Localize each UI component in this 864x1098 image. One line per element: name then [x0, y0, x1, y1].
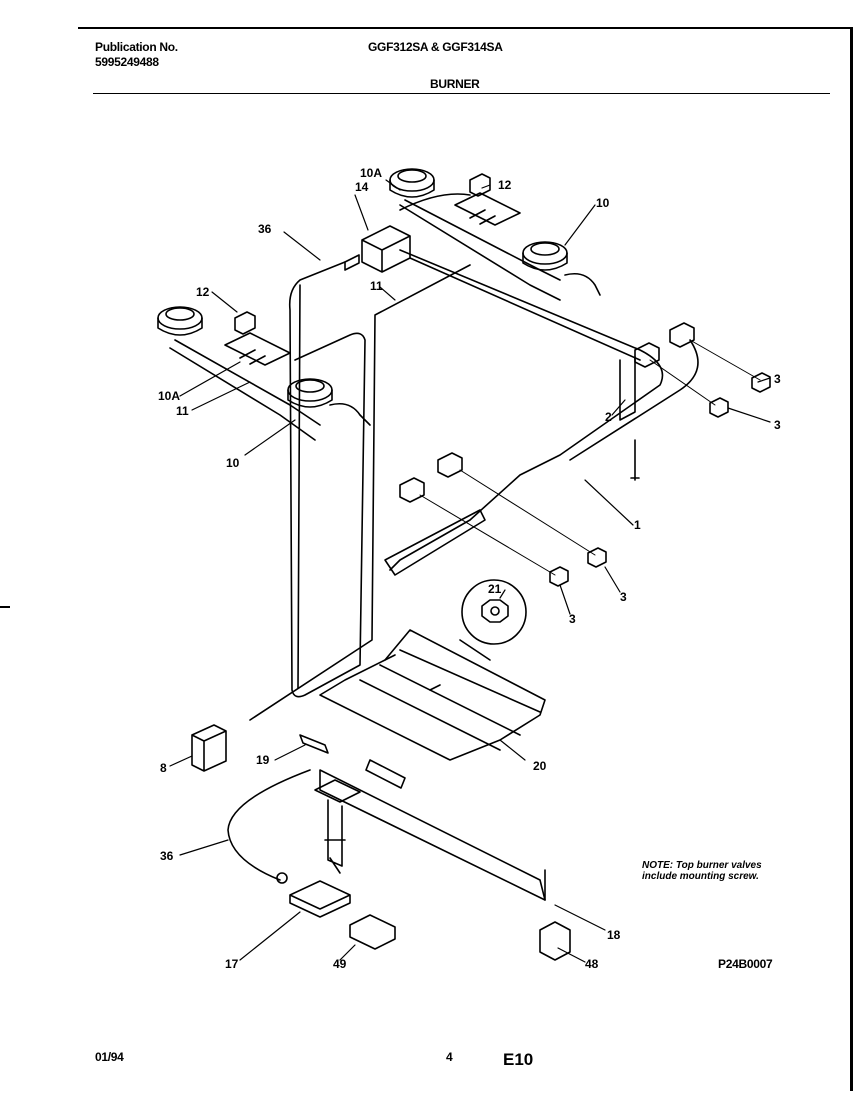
- section-title: BURNER: [430, 77, 480, 91]
- clip-12-left: [234, 311, 256, 335]
- callout-36-top: 36: [258, 222, 272, 236]
- bracket-17: [289, 880, 351, 918]
- footer-page-number: 4: [446, 1050, 453, 1064]
- orifice-3-c: [587, 547, 607, 568]
- callout-10A-top: 10A: [360, 166, 383, 180]
- note-text: NOTE: Top burner valves include mounting…: [642, 860, 762, 882]
- valve-left-1: [437, 452, 463, 478]
- callout-2: 2: [605, 410, 612, 424]
- note-line-2: include mounting screw.: [642, 871, 759, 882]
- publication-number: 5995249488: [95, 55, 159, 69]
- burner-top-right-assembly: [389, 168, 601, 301]
- edge-mark: [0, 606, 10, 608]
- callout-10-left: 10: [226, 456, 240, 470]
- callout-11-top: 11: [370, 279, 383, 293]
- callout-49: 49: [333, 957, 347, 971]
- orifice-3-d: [549, 566, 569, 587]
- note-line-1: NOTE: Top burner valves: [642, 860, 762, 871]
- callout-8: 8: [160, 761, 167, 775]
- orifice-3-a: [751, 372, 771, 393]
- valve-right-1: [669, 322, 695, 348]
- callout-3-b: 3: [774, 418, 781, 432]
- burner-top-left-assembly: [157, 306, 371, 441]
- ignitor-8: [191, 724, 227, 772]
- header-rule: [93, 93, 830, 94]
- callout-1: 1: [634, 518, 641, 532]
- page-frame: [78, 27, 853, 1091]
- valve-right-2: [634, 342, 660, 368]
- gas-line-36-bottom: [227, 769, 311, 881]
- clip-49: [349, 914, 396, 950]
- callout-12-top: 12: [498, 178, 512, 192]
- callout-18: 18: [607, 928, 621, 942]
- callout-14: 14: [355, 180, 369, 194]
- callout-20: 20: [533, 759, 547, 773]
- tube-11: [249, 264, 471, 721]
- callout-19: 19: [256, 753, 270, 767]
- footer-date: 01/94: [95, 1050, 124, 1064]
- valve-left-2: [399, 477, 425, 503]
- callout-21: 21: [488, 582, 502, 596]
- oven-burner-20: [319, 629, 546, 761]
- callout-36-bottom: 36: [160, 849, 174, 863]
- callout-12-left: 12: [196, 285, 210, 299]
- callout-3-c: 3: [620, 590, 627, 604]
- callout-48: 48: [585, 957, 599, 971]
- orifice-3-b: [709, 397, 729, 418]
- regulator-14: [361, 225, 411, 273]
- callout-3-a: 3: [774, 372, 781, 386]
- oven-valve: [314, 779, 361, 874]
- model-numbers: GGF312SA & GGF314SA: [368, 40, 503, 54]
- manifold-pipe: [389, 249, 699, 571]
- figure-code: P24B0007: [718, 957, 773, 971]
- nut-21-callout-circle: [461, 579, 527, 645]
- callout-11-left: 11: [176, 404, 189, 418]
- publication-label: Publication No.: [95, 40, 178, 54]
- callout-10A-left: 10A: [158, 389, 181, 403]
- callout-17: 17: [225, 957, 239, 971]
- callout-3-d: 3: [569, 612, 576, 626]
- bracket-48: [539, 921, 571, 961]
- gas-line-36: [288, 261, 366, 698]
- clip-12-top: [469, 173, 491, 197]
- footer-section-code: E10: [503, 1050, 534, 1069]
- callout-10-top: 10: [596, 196, 610, 210]
